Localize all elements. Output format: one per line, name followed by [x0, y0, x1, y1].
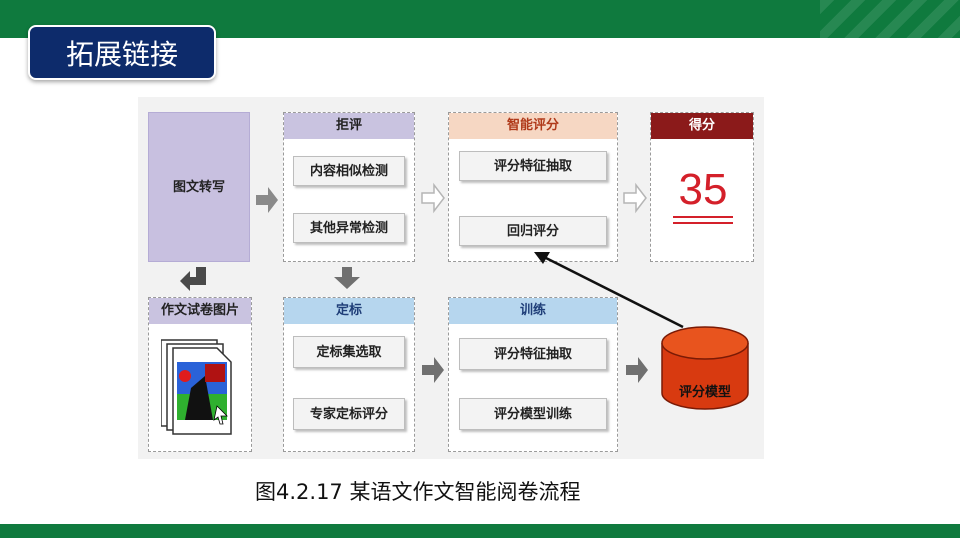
flow-diagram: 图文转写 作文试卷图片 拒评 内容相似检测 其他异常检测 定标 定标集选取 专家… — [138, 97, 764, 459]
arrow-right-2 — [421, 182, 445, 214]
figure-caption: 图4.2.17 某语文作文智能阅卷流程 — [255, 480, 581, 504]
smart-item-1: 评分特征抽取 — [459, 151, 607, 181]
calibration-panel: 定标 定标集选取 专家定标评分 — [283, 297, 415, 452]
document-icon — [161, 339, 232, 435]
review-reject-title: 拒评 — [284, 113, 414, 139]
training-panel: 训练 评分特征抽取 评分模型训练 — [448, 297, 618, 452]
arrow-turn-left — [180, 267, 206, 291]
score-value: 35 — [678, 165, 728, 214]
score-title: 得分 — [651, 113, 753, 139]
training-title: 训练 — [449, 298, 617, 324]
transcribe-block: 图文转写 — [148, 112, 250, 262]
arrow-down — [334, 267, 360, 289]
calibration-item-1: 定标集选取 — [293, 336, 405, 368]
bottom-banner — [0, 524, 960, 538]
arrow-right-1 — [256, 187, 278, 213]
banner-stripes — [820, 0, 960, 38]
score-underline-1 — [673, 216, 733, 218]
score-underline-2 — [673, 222, 733, 224]
flow-arrows — [180, 182, 684, 383]
smart-scoring-panel: 智能评分 评分特征抽取 回归评分 — [448, 112, 618, 262]
scoring-model-label: 评分模型 — [678, 385, 731, 400]
arrow-model-to-regression — [534, 252, 684, 329]
page-title: 拓展链接 — [28, 25, 216, 80]
training-item-2: 评分模型训练 — [459, 398, 607, 430]
arrow-right-4 — [422, 357, 444, 383]
essay-image-panel: 作文试卷图片 — [148, 297, 252, 452]
review-item-2: 其他异常检测 — [293, 213, 405, 243]
arrow-right-5 — [626, 357, 648, 383]
calibration-title: 定标 — [284, 298, 414, 324]
calibration-item-2: 专家定标评分 — [293, 398, 405, 430]
training-item-1: 评分特征抽取 — [459, 338, 607, 370]
score-panel: 得分 35 — [650, 112, 754, 262]
review-item-1: 内容相似检测 — [293, 156, 405, 186]
scoring-model-cylinder — [661, 326, 749, 410]
smart-scoring-title: 智能评分 — [449, 113, 617, 139]
arrow-right-3 — [623, 182, 647, 214]
smart-item-2: 回归评分 — [459, 216, 607, 246]
essay-image-title: 作文试卷图片 — [149, 298, 251, 324]
review-reject-panel: 拒评 内容相似检测 其他异常检测 — [283, 112, 415, 262]
